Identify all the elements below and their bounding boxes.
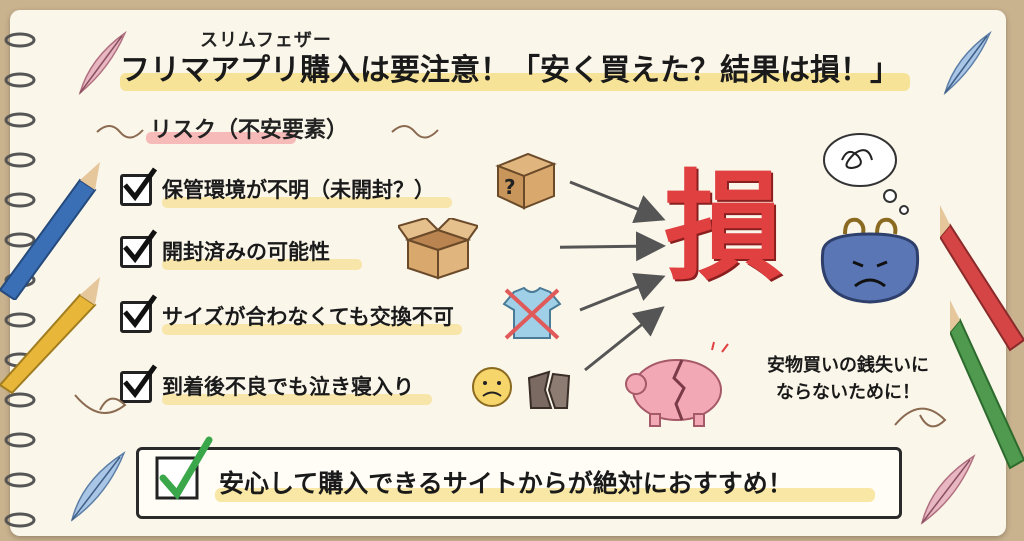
checkbox	[120, 229, 157, 268]
swirl-ornament	[96, 125, 144, 139]
page-title: フリマアプリ購入は要注意！「安く買えた？結果は損！」	[120, 45, 920, 93]
proverb-line-1: 安物買いの銭失いに	[767, 355, 929, 376]
recommendation-banner: 安心して購入できるサイトからが絶対におすすめ！	[136, 436, 902, 519]
risk-item: 開封済みの可能性	[120, 229, 580, 274]
risk-item-label: 保管環境が不明（未開封？）	[162, 178, 435, 202]
check-icon	[123, 167, 157, 202]
crossed-tshirt-icon	[502, 286, 562, 340]
swirl-ornament	[74, 394, 127, 414]
risk-highlight	[146, 132, 296, 144]
banner-text: 安心して購入できるサイトからが絶対におすすめ！	[219, 469, 793, 498]
loss-kanji: 損	[664, 158, 783, 296]
feather-icon	[78, 30, 127, 96]
sad-purse-icon	[820, 217, 920, 304]
risk-item-label: サイズが合わなくても交換不可	[162, 305, 454, 329]
pencil-icon	[0, 277, 100, 395]
proverb-note: 安物買いの銭失いに ならないために！	[748, 352, 948, 406]
open-box-icon	[398, 218, 478, 280]
checkbox	[120, 294, 157, 333]
thought-bubble-icon	[823, 133, 909, 215]
risk-item-text: 到着後不良でも泣き寝入り	[162, 371, 432, 405]
check-icon	[123, 229, 157, 264]
risk-item-text: 開封済みの可能性	[162, 236, 362, 270]
feather-icon	[920, 454, 976, 525]
title-highlight	[120, 73, 910, 91]
risk-item-text: 保管環境が不明（未開封？）	[162, 174, 452, 208]
checkbox	[120, 364, 157, 403]
arrows	[560, 180, 666, 372]
pencil-icon	[950, 300, 1024, 470]
brand-subtitle: スリムフェザー	[200, 30, 332, 51]
pencil-icon	[940, 205, 1024, 352]
question-box-icon: ?	[495, 152, 557, 210]
proverb-line-2: ならないために！	[776, 382, 920, 403]
risk-item-label: 到着後不良でも泣き寝入り	[162, 375, 414, 399]
risk-item: 保管環境が不明（未開封？）	[120, 167, 580, 212]
spiral-binding	[4, 32, 36, 528]
check-icon	[123, 364, 157, 399]
broken-item-icon	[527, 370, 571, 409]
check-icon	[123, 294, 157, 329]
checkbox	[120, 167, 157, 206]
title-text: フリマアプリ購入は要注意！「安く買えた？結果は損！」	[120, 53, 900, 88]
risk-item: 到着後不良でも泣き寝入り	[120, 364, 580, 409]
feather-icon	[943, 30, 992, 96]
risk-item-label: 開封済みの可能性	[162, 240, 330, 264]
broken-piggy-bank-icon	[625, 341, 729, 427]
swirl-ornament	[391, 125, 439, 139]
pencil-icon	[0, 162, 100, 300]
risk-item: サイズが合わなくても交換不可	[120, 294, 580, 339]
swirl-ornament	[894, 407, 947, 428]
risk-heading-text: リスク（不安要素）	[150, 118, 349, 143]
risk-heading: リスク（不安要素）	[146, 112, 349, 144]
check-icon	[155, 436, 213, 500]
feather-icon	[70, 451, 126, 522]
svg-text:?: ?	[504, 175, 516, 199]
sad-face-icon	[472, 367, 512, 407]
risk-item-text: サイズが合わなくても交換不可	[162, 301, 462, 335]
banner-highlight	[215, 488, 875, 502]
